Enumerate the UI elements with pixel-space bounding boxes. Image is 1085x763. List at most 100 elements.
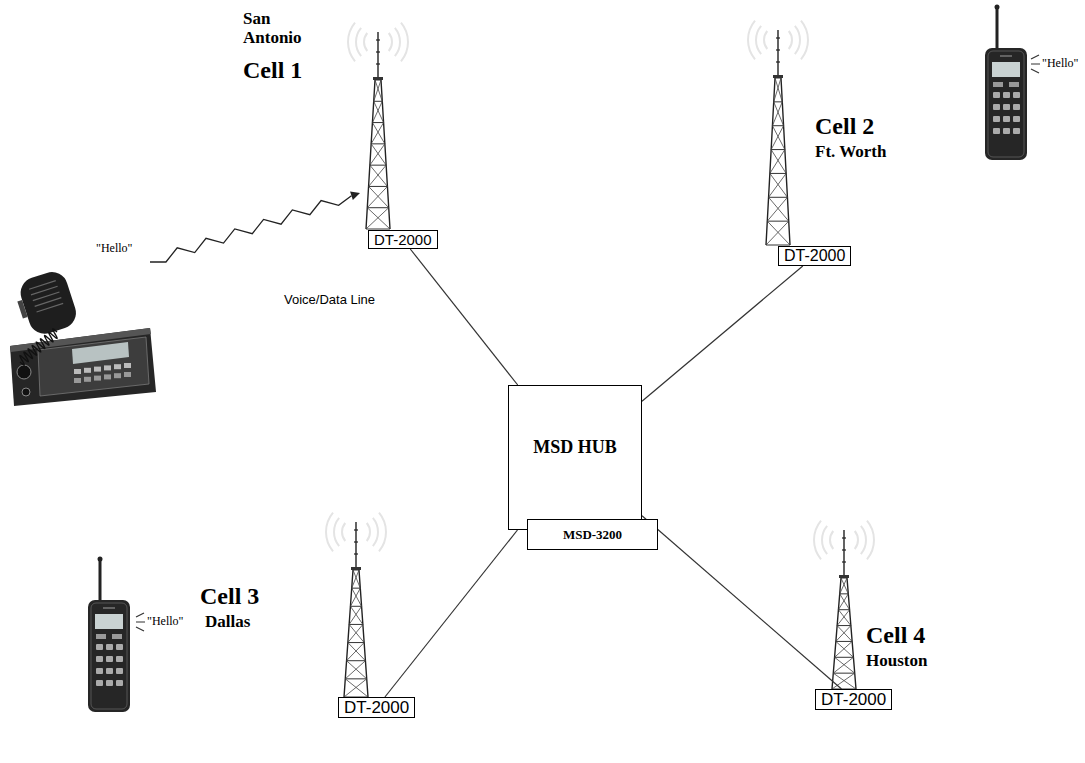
radio-tower	[367, 523, 370, 541]
handheld-phone	[1013, 128, 1020, 134]
voice-data-line	[385, 530, 518, 697]
handheld-phone	[1013, 104, 1020, 110]
radio-tower	[843, 530, 844, 578]
handheld-phone	[993, 116, 1000, 122]
handheld-phone	[95, 614, 123, 629]
radio-tower	[837, 625, 851, 626]
radio-tower	[371, 123, 385, 144]
transceiver-box: DT-2000	[368, 230, 438, 249]
model-box: MSD-3200	[527, 519, 658, 550]
radio-tower	[348, 23, 355, 62]
radio-tower	[367, 186, 388, 207]
sound-marks	[1031, 55, 1040, 73]
mobile-radio	[104, 365, 111, 370]
handheld-phone	[985, 48, 1027, 160]
mobile-radio	[94, 376, 101, 381]
handheld-phone	[116, 656, 123, 662]
box-text: DT-2000	[374, 231, 432, 248]
radio-tower	[770, 173, 786, 174]
radio-tower	[774, 78, 783, 102]
radio-tower	[771, 126, 785, 150]
radio-tower	[376, 63, 380, 64]
radio-tower	[372, 101, 383, 122]
radio-tower	[771, 149, 785, 150]
handheld-phone	[1013, 116, 1020, 122]
handheld-phone	[1013, 92, 1020, 98]
mobile-radio	[74, 369, 81, 374]
mobile-radio	[84, 377, 91, 382]
mobile-radio	[10, 268, 156, 406]
radio-tower	[374, 80, 383, 101]
radio-tower	[772, 102, 783, 126]
handheld-phone	[96, 680, 103, 686]
cell-name: Cell 1	[243, 57, 302, 83]
handheld-phone	[1009, 82, 1019, 87]
radio-tower	[370, 165, 386, 166]
radio-tower	[345, 661, 366, 679]
mobile-radio	[114, 364, 121, 369]
voice-data-line	[410, 249, 517, 385]
mobile-radio	[84, 368, 91, 373]
radio-tower	[776, 37, 780, 38]
radio-tower	[767, 197, 788, 221]
radio-tower	[369, 165, 388, 186]
handheld-phone	[103, 607, 115, 609]
radio-tower	[842, 561, 846, 562]
speech-text: "Hello"	[147, 615, 183, 628]
mobile-radio	[124, 363, 131, 368]
radio-tower	[801, 21, 808, 60]
radio-tower	[776, 61, 780, 62]
radio-tower	[769, 197, 788, 198]
handheld-phone	[996, 8, 999, 50]
mobile-radio	[124, 372, 131, 377]
radio-tower	[836, 626, 852, 642]
mobile-radio	[94, 367, 101, 372]
handheld-phone	[96, 668, 103, 674]
handheld-phone	[112, 634, 122, 639]
box-text: DT-2000	[344, 698, 409, 717]
radio-tower	[840, 578, 849, 594]
box-text: DT-2000	[821, 690, 886, 709]
city-name: Ft. Worth	[815, 143, 886, 162]
hub-box: MSD HUB	[508, 385, 642, 530]
handheld-phone	[1003, 104, 1010, 110]
radio-tower	[348, 23, 408, 229]
handheld-phone	[993, 128, 1000, 134]
radio-tower	[766, 78, 790, 245]
radio-tower	[855, 531, 858, 549]
radio-tower	[814, 521, 874, 689]
box-text: MSD-3200	[563, 527, 622, 543]
handheld-phone	[1000, 55, 1012, 57]
radio-tower	[835, 641, 854, 657]
handheld-phone	[96, 634, 106, 639]
handheld-phone	[988, 51, 1024, 157]
line-label: Voice/Data Line	[282, 292, 377, 307]
radio-tower	[770, 150, 786, 174]
handheld-phone	[993, 92, 1000, 98]
radio-tower	[833, 657, 854, 673]
radio-tower	[838, 594, 849, 610]
handheld-phone	[99, 560, 102, 602]
radio-tower	[347, 643, 366, 661]
city-name: San Antonio	[243, 10, 317, 47]
radio-tower	[775, 78, 781, 79]
radio-tower	[837, 610, 851, 626]
radio-tower	[389, 33, 392, 51]
box-text: DT-2000	[784, 247, 845, 265]
handheld-phone	[98, 557, 103, 562]
radio-tower	[840, 593, 849, 594]
mobile-radio	[38, 337, 149, 396]
handheld-phone	[995, 5, 1000, 10]
radio-tower	[345, 678, 366, 679]
sound-marks	[136, 613, 145, 631]
sound-marks	[1031, 55, 1040, 73]
voice-data-line	[642, 516, 842, 689]
radio-tower	[371, 143, 385, 144]
radio-tower	[395, 28, 400, 56]
handheld-phone	[88, 600, 130, 712]
radio-tower	[354, 529, 358, 530]
radio-tower	[832, 578, 856, 689]
radio-tower	[350, 606, 361, 607]
